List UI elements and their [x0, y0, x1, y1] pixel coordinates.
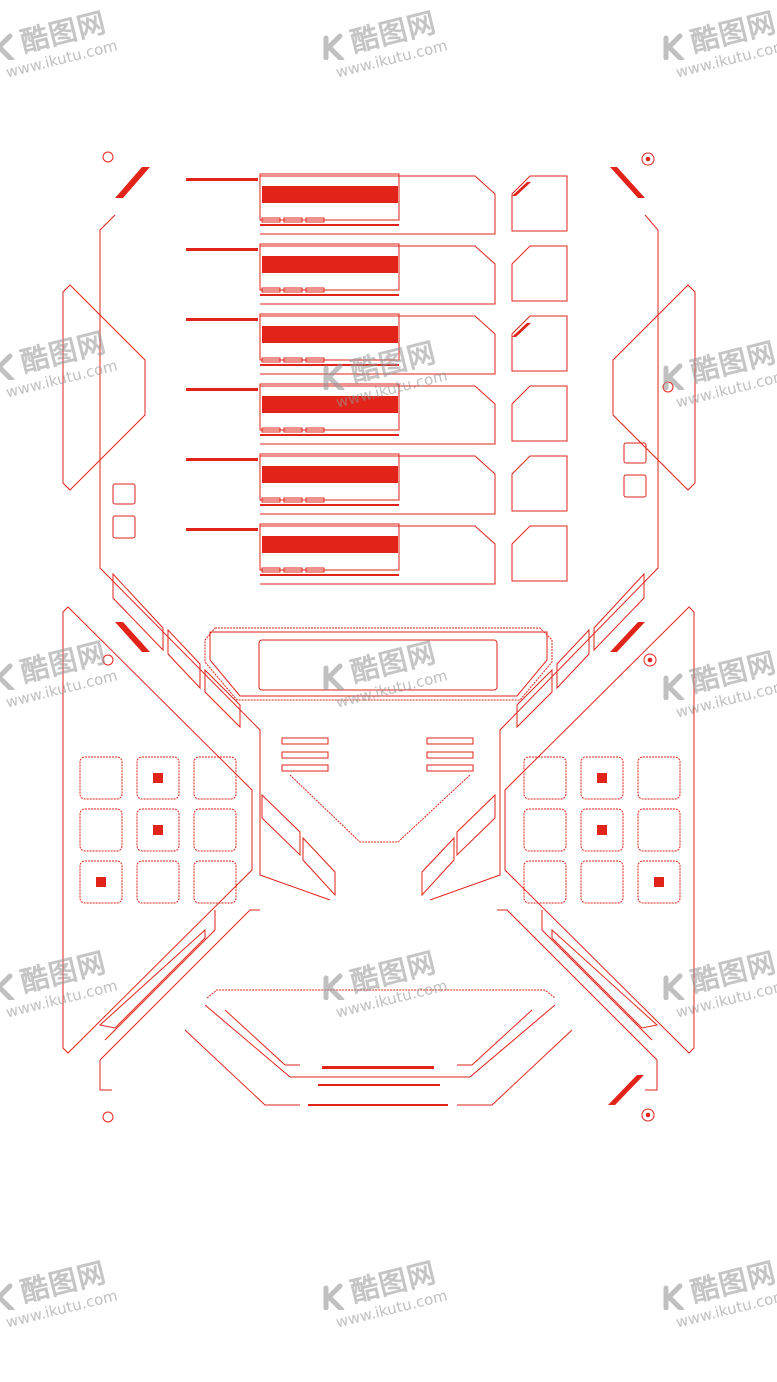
- corner-ring-icon: [102, 654, 114, 666]
- ikutu-k-logo-icon: [663, 33, 685, 60]
- side-box: [511, 315, 568, 372]
- keypad-cell: [193, 860, 237, 904]
- watermark: 酷图网 www.ikutu.com: [660, 1256, 777, 1350]
- ikutu-k-logo-icon: [323, 33, 345, 60]
- ikutu-k-logo-icon: [0, 1283, 15, 1310]
- keypad-indicator-icon: [597, 825, 607, 835]
- watermark: 酷图网 www.ikutu.com: [0, 6, 140, 100]
- keypad-cell: [637, 860, 681, 904]
- keypad-indicator-icon: [597, 773, 607, 783]
- keypad-cell: [523, 756, 567, 800]
- watermark: 酷图网 www.ikutu.com: [320, 946, 470, 1040]
- watermark: 酷图网 www.ikutu.com: [660, 336, 777, 430]
- left-lower-panel: [62, 606, 253, 1054]
- right-side-panel: [612, 284, 696, 491]
- keypad-indicator-icon: [153, 773, 163, 783]
- keypad-cell: [79, 808, 123, 852]
- ikutu-k-logo-icon: [663, 973, 685, 1000]
- corner-ring-icon: [641, 1108, 655, 1122]
- ikutu-k-logo-icon: [323, 973, 345, 1000]
- right-keypad: [523, 756, 681, 904]
- left-keypad: [79, 756, 237, 904]
- bar-row: [186, 313, 568, 375]
- keypad-cell: [136, 808, 180, 852]
- ikutu-k-logo-icon: [0, 663, 15, 690]
- right-lower-panel: [504, 606, 695, 1054]
- bar-row: [186, 243, 568, 305]
- watermark: 酷图网 www.ikutu.com: [320, 636, 470, 730]
- left-side-panel: [62, 284, 146, 491]
- side-box: [511, 455, 568, 512]
- ikutu-k-logo-icon: [0, 353, 15, 380]
- ikutu-k-logo-icon: [323, 1283, 345, 1310]
- keypad-cell: [136, 756, 180, 800]
- bottom-panel: [206, 989, 556, 999]
- keypad-cell: [580, 756, 624, 800]
- keypad-cell: [580, 808, 624, 852]
- upper-frame: [99, 214, 331, 901]
- watermark: 酷图网 www.ikutu.com: [0, 1256, 140, 1350]
- ikutu-k-logo-icon: [0, 973, 15, 1000]
- watermark: 酷图网 www.ikutu.com: [320, 336, 470, 430]
- corner-ring-icon: [643, 653, 657, 667]
- keypad-cell: [79, 860, 123, 904]
- watermark: 酷图网 www.ikutu.com: [0, 326, 140, 420]
- keypad-indicator-icon: [153, 825, 163, 835]
- keypad-cell: [79, 756, 123, 800]
- watermark: 酷图网 www.ikutu.com: [320, 6, 470, 100]
- ikutu-k-logo-icon: [663, 1283, 685, 1310]
- keypad-cell: [580, 860, 624, 904]
- bar-row: [186, 383, 568, 445]
- data-bar-rows: [186, 173, 568, 585]
- keypad-cell: [523, 808, 567, 852]
- ikutu-k-logo-icon: [323, 363, 345, 390]
- ikutu-k-logo-icon: [0, 33, 15, 60]
- watermark: 酷图网 www.ikutu.com: [0, 946, 140, 1040]
- side-box: [511, 175, 568, 232]
- ikutu-k-logo-icon: [663, 673, 685, 700]
- keypad-cell: [637, 756, 681, 800]
- keypad-cell: [523, 860, 567, 904]
- keypad-cell: [193, 808, 237, 852]
- watermark: 酷图网 www.ikutu.com: [660, 6, 777, 100]
- corner-ring-icon: [102, 1111, 114, 1123]
- watermark: 酷图网 www.ikutu.com: [660, 646, 777, 740]
- side-box: [511, 525, 568, 582]
- keypad-cell: [637, 808, 681, 852]
- corner-ring-icon: [641, 152, 655, 166]
- side-box: [511, 385, 568, 442]
- watermark: 酷图网 www.ikutu.com: [320, 1256, 470, 1350]
- watermark: 酷图网 www.ikutu.com: [660, 946, 777, 1040]
- keypad-cell: [193, 756, 237, 800]
- ikutu-k-logo-icon: [663, 363, 685, 390]
- ikutu-k-logo-icon: [323, 663, 345, 690]
- side-box: [511, 245, 568, 302]
- bar-row: [186, 453, 568, 515]
- bar-row: [186, 523, 568, 585]
- keypad-grids: [79, 756, 681, 904]
- keypad-indicator-icon: [654, 877, 664, 887]
- keypad-indicator-icon: [96, 877, 106, 887]
- watermark: 酷图网 www.ikutu.com: [0, 636, 140, 730]
- bar-row: [186, 173, 568, 235]
- keypad-cell: [136, 860, 180, 904]
- corner-ring-icon: [102, 151, 114, 163]
